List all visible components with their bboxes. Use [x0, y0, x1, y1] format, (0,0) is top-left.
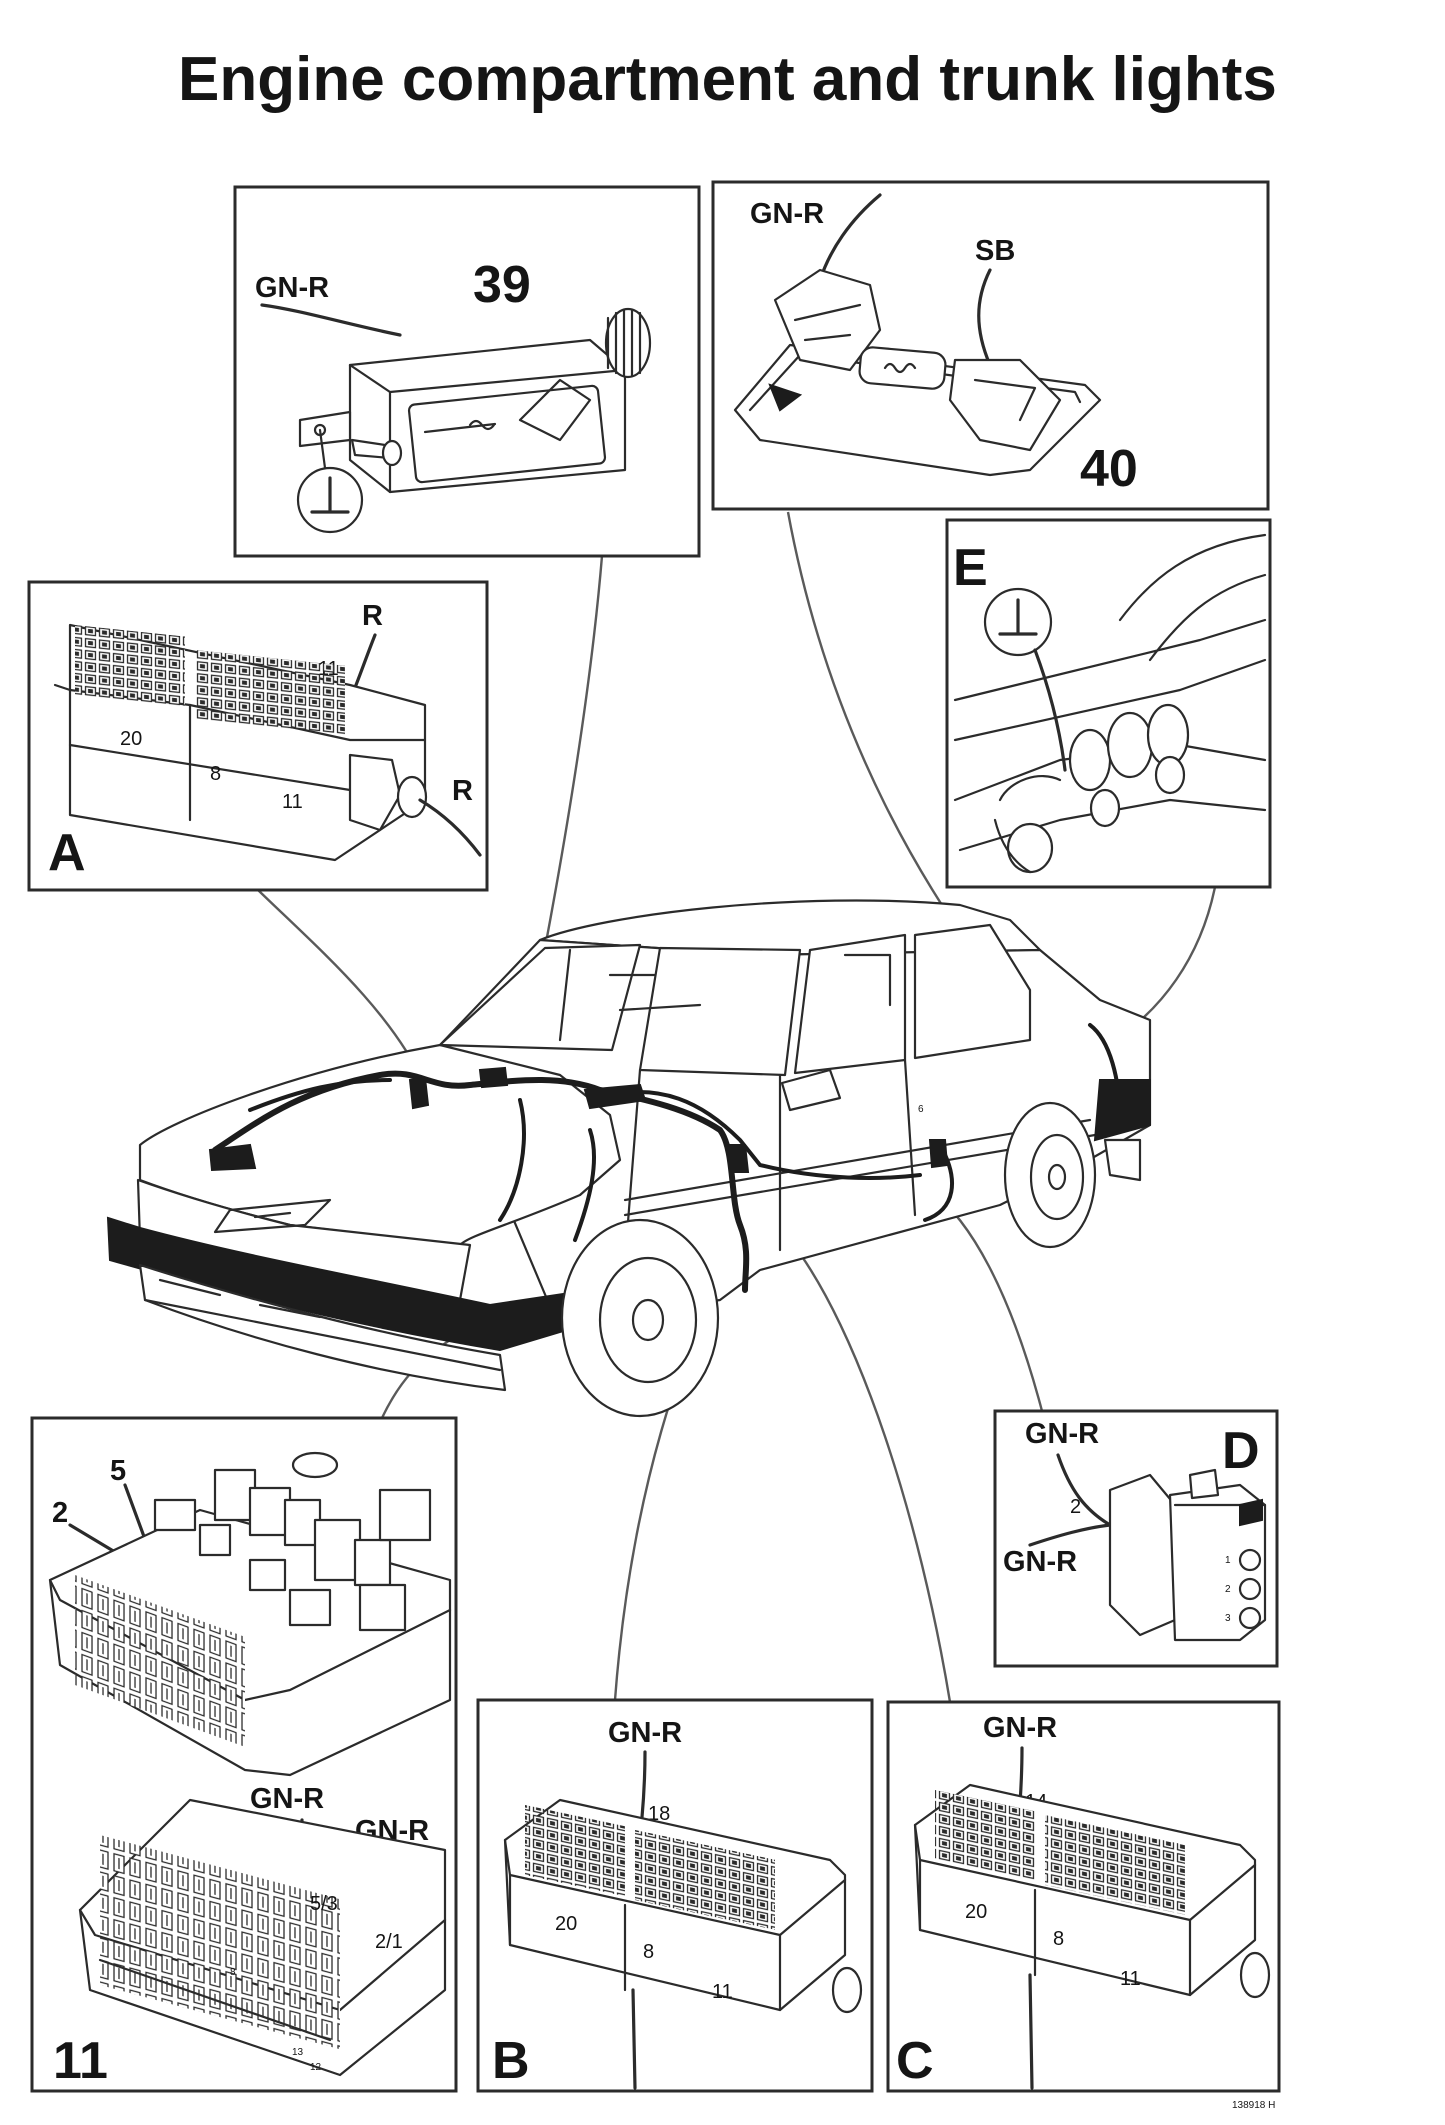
- car-door-number: 6: [918, 1104, 924, 1115]
- panel-39-wire-label: GN-R: [255, 272, 329, 304]
- panel-11-pin-2: 2: [52, 1497, 68, 1529]
- panel-c-num-8: 8: [1053, 1928, 1064, 1950]
- panel-11-pin-21: 2/1: [375, 1931, 403, 1953]
- panel-b-num-8: 8: [643, 1941, 654, 1963]
- panel-40-trunk-light: 40 GN-R SB: [711, 180, 1270, 511]
- panel-b-num-11: 11: [712, 1981, 733, 2003]
- panel-a-wire-top: R: [362, 600, 383, 632]
- panel-b-connector: B GN-R 18 20 8 11: [476, 1698, 874, 2093]
- panel-a-num-20: 20: [120, 728, 142, 750]
- panel-40-wire-gnr: GN-R: [750, 198, 824, 230]
- panel-b-num-20: 20: [555, 1913, 577, 1935]
- panel-d-pin-3: 3: [1225, 1613, 1231, 1624]
- panel-c-wire: GN-R: [983, 1712, 1057, 1744]
- panel-c-connector: C GN-R 14 20 8 11: [886, 1700, 1281, 2093]
- panel-11-wire-gnr-1: GN-R: [250, 1783, 324, 1815]
- panel-b-letter: B: [492, 2032, 530, 2090]
- panel-11-pin-53: 5/3: [310, 1893, 338, 1915]
- panel-b-pin: 18: [648, 1803, 670, 1825]
- panel-a-letter: A: [48, 824, 86, 882]
- panel-e-lamp-sockets: [993, 703, 1190, 874]
- rear-wheel: [1003, 1101, 1097, 1249]
- panel-39-engine-light: 39 GN-R: [233, 185, 701, 558]
- panel-c-letter: C: [896, 2032, 934, 2090]
- panel-40-wire-sb: SB: [975, 235, 1015, 267]
- panel-e-ground-point: E: [945, 518, 1272, 889]
- panel-d-pin-1: 1: [1225, 1555, 1231, 1566]
- panel-b-wire: GN-R: [608, 1717, 682, 1749]
- panel-a-num-11: 11: [282, 791, 303, 813]
- panel-d-wire-bottom: GN-R: [1003, 1546, 1077, 1578]
- panel-a-wire-right: R: [452, 775, 473, 807]
- panel-a-num-8: 8: [210, 763, 221, 785]
- panel-e-letter: E: [953, 539, 988, 597]
- panel-11-pin-5: 5: [110, 1455, 126, 1487]
- panel-39-number: 39: [473, 256, 531, 314]
- reference-code: 138918 H: [1232, 2100, 1275, 2111]
- panel-d-pin: 2: [1070, 1496, 1081, 1518]
- panel-11-pin-13: 13: [292, 2047, 304, 2058]
- front-wheel: [560, 1218, 720, 1418]
- panel-c-num-11: 11: [1120, 1968, 1141, 1990]
- panel-c-num-20: 20: [965, 1901, 987, 1923]
- car-illustration: 6: [106, 899, 1152, 1418]
- panel-d-connector: D GN-R GN-R 2 1 2 3: [993, 1409, 1279, 1668]
- panel-40-number: 40: [1080, 440, 1138, 498]
- panel-11-pin-12: 12: [310, 2062, 322, 2073]
- panel-11-fuse-box: 11 2 5 GN-R GN-R R 5/3 2/1 8 13: [30, 1416, 458, 2093]
- panel-11-number: 11: [53, 2032, 108, 2090]
- panel-d-pin-2: 2: [1225, 1584, 1231, 1595]
- wiring-harness: [208, 1023, 1122, 1293]
- page-title: Engine compartment and trunk lights: [178, 45, 1277, 114]
- panel-a-connector: A R R 11 20 8 11: [27, 580, 489, 892]
- panel-11-pin-8: 8: [230, 1967, 236, 1978]
- panel-d-wire-top: GN-R: [1025, 1418, 1099, 1450]
- panel-d-letter: D: [1222, 1422, 1260, 1480]
